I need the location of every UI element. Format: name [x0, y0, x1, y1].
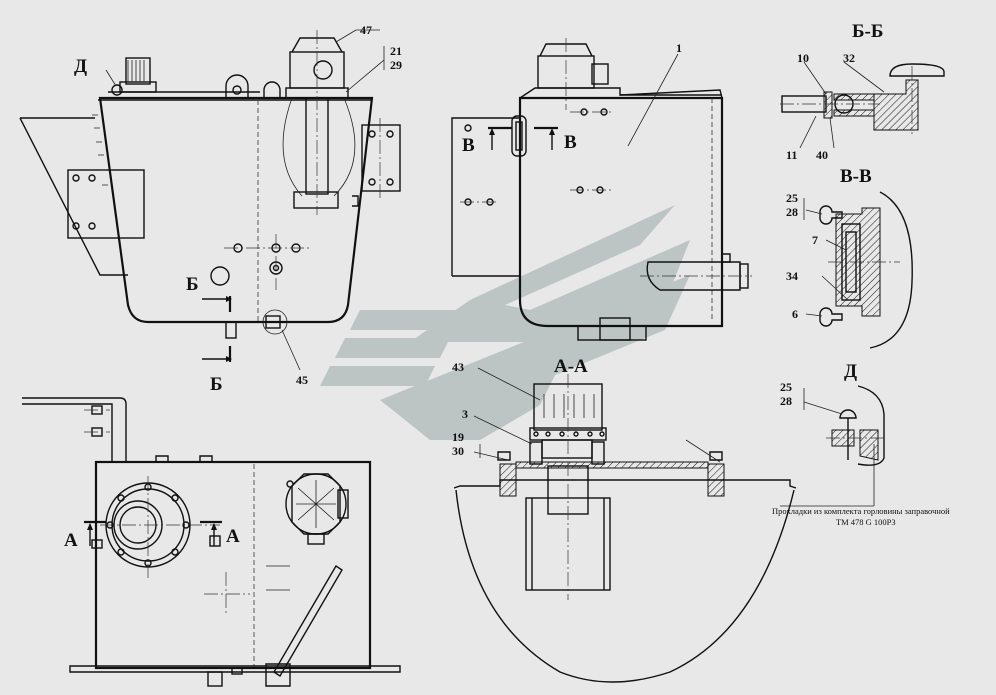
callout-40: 40 — [816, 148, 828, 162]
gasket-note-line1: Прокладки из комплекта горловины заправо… — [772, 506, 950, 516]
callout-3: 3 — [462, 407, 468, 421]
callout-11: 11 — [786, 148, 797, 162]
labels: Д Б Б В В А А Б-Б В-В Д А-А 47 21 29 45 … — [64, 21, 950, 551]
label-b-bottom: Б — [210, 374, 223, 395]
callout-45: 45 — [296, 373, 308, 387]
detail-d — [780, 385, 886, 507]
section-v-v — [803, 191, 913, 349]
callout-25-d: 25 — [780, 380, 792, 394]
callout-1: 1 — [676, 41, 682, 55]
title-b-b: Б-Б — [852, 21, 883, 42]
callout-28-d: 28 — [780, 394, 792, 408]
label-v-right: В — [564, 132, 577, 153]
callout-32: 32 — [843, 51, 855, 65]
callout-34: 34 — [786, 269, 798, 283]
watermark-logo — [320, 205, 690, 440]
label-v-left: В — [462, 135, 475, 156]
callout-30: 30 — [452, 444, 464, 458]
label-a-left: А — [64, 530, 78, 551]
section-b-b — [780, 61, 945, 149]
section-a-a — [453, 367, 797, 683]
top-view-tank — [22, 397, 401, 687]
label-a-right: А — [226, 526, 240, 547]
callout-29: 29 — [390, 58, 402, 72]
callout-6: 6 — [792, 307, 798, 321]
callout-19: 19 — [452, 430, 464, 444]
title-d: Д — [844, 361, 857, 382]
callout-25-vv: 25 — [786, 191, 798, 205]
callout-28-vv: 28 — [786, 205, 798, 219]
gasket-note-line2: ТМ 478 G 100Р3 — [836, 517, 896, 527]
title-v-v: В-В — [840, 166, 872, 187]
label-b-top: Б — [186, 274, 199, 295]
side-view-tank — [451, 38, 752, 341]
callout-43: 43 — [452, 360, 464, 374]
label-d-mark: Д — [74, 56, 87, 77]
title-a-a: А-А — [554, 356, 588, 377]
callout-47: 47 — [360, 23, 372, 37]
callout-7: 7 — [812, 233, 818, 247]
callout-21: 21 — [390, 44, 402, 58]
callout-10: 10 — [797, 51, 809, 65]
front-view-tank — [19, 29, 401, 371]
